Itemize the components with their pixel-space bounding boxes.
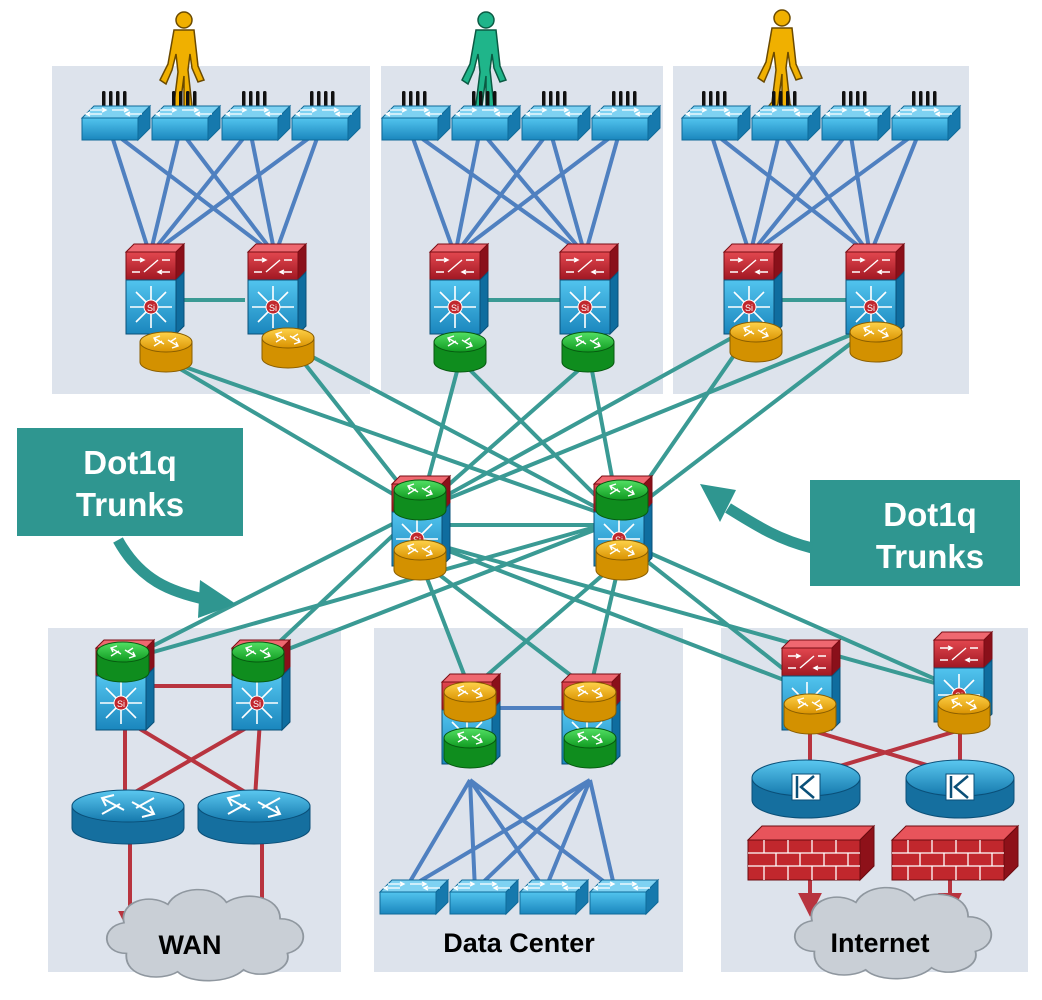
callout-right: Dot1q Trunks [700, 480, 1020, 586]
core-switch-right [593, 475, 653, 581]
routed-links [118, 684, 962, 935]
callout-left: Dot1q Trunks [17, 428, 243, 618]
callout-left-arrowhead [198, 580, 236, 618]
callout-left-line2: Trunks [76, 486, 184, 523]
callout-left-line1: Dot1q [83, 444, 177, 481]
trunk-links [124, 298, 961, 692]
data-center-panel [374, 628, 683, 972]
callout-right-line1: Dot1q [883, 496, 977, 533]
access-links [108, 128, 922, 892]
callout-right-line2: Trunks [876, 538, 984, 575]
callout-right-arrow [725, 503, 814, 554]
core-switch-left [391, 475, 451, 581]
data-center-switch-left [441, 673, 501, 769]
callout-left-arrow [113, 537, 210, 606]
callout-right-arrowhead [700, 484, 736, 522]
wan-label: WAN [159, 930, 222, 960]
data-center-switch-right [561, 673, 621, 769]
internet-label: Internet [830, 928, 929, 958]
data-center-label: Data Center [443, 928, 595, 958]
